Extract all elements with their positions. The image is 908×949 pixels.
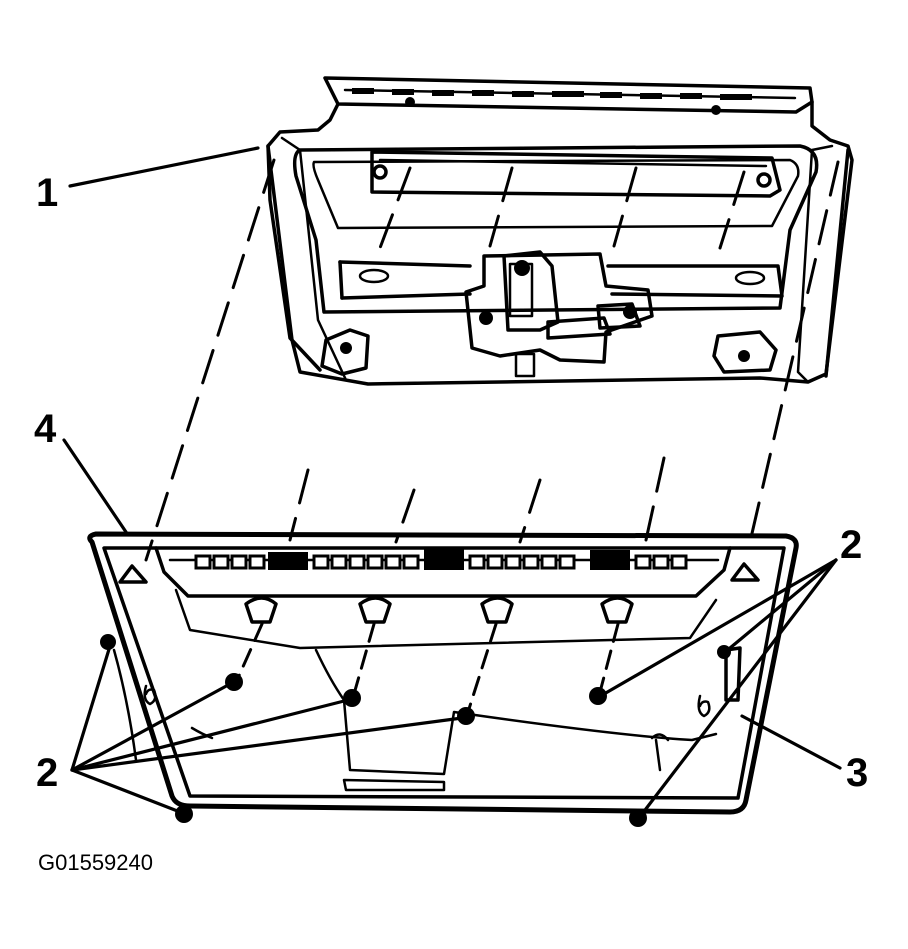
- push-retainer-icon: [717, 645, 731, 659]
- push-retainer-icon: [175, 805, 193, 823]
- callout-2-left: 2: [36, 751, 58, 795]
- callout-4: 4: [34, 407, 57, 451]
- callout-3: 3: [846, 751, 868, 795]
- callout-1: 1: [36, 171, 58, 215]
- callout-2-right: 2: [840, 523, 862, 567]
- garnish-molding: [87, 531, 799, 815]
- leader-lines: [62, 146, 842, 816]
- push-retainer-icons: [100, 622, 731, 827]
- push-retainer-icon: [343, 689, 361, 707]
- lamp-lens-segments: [194, 548, 688, 570]
- flange-slots: [352, 88, 752, 115]
- upper-panel: [266, 76, 854, 386]
- figure-id: G01559240: [38, 850, 153, 875]
- push-retainer-icon: [589, 687, 607, 705]
- assembly-guide-lines: [144, 158, 840, 562]
- push-retainer-icon: [457, 707, 475, 725]
- push-retainer-icon: [100, 634, 116, 650]
- retainer-sockets: [244, 596, 634, 624]
